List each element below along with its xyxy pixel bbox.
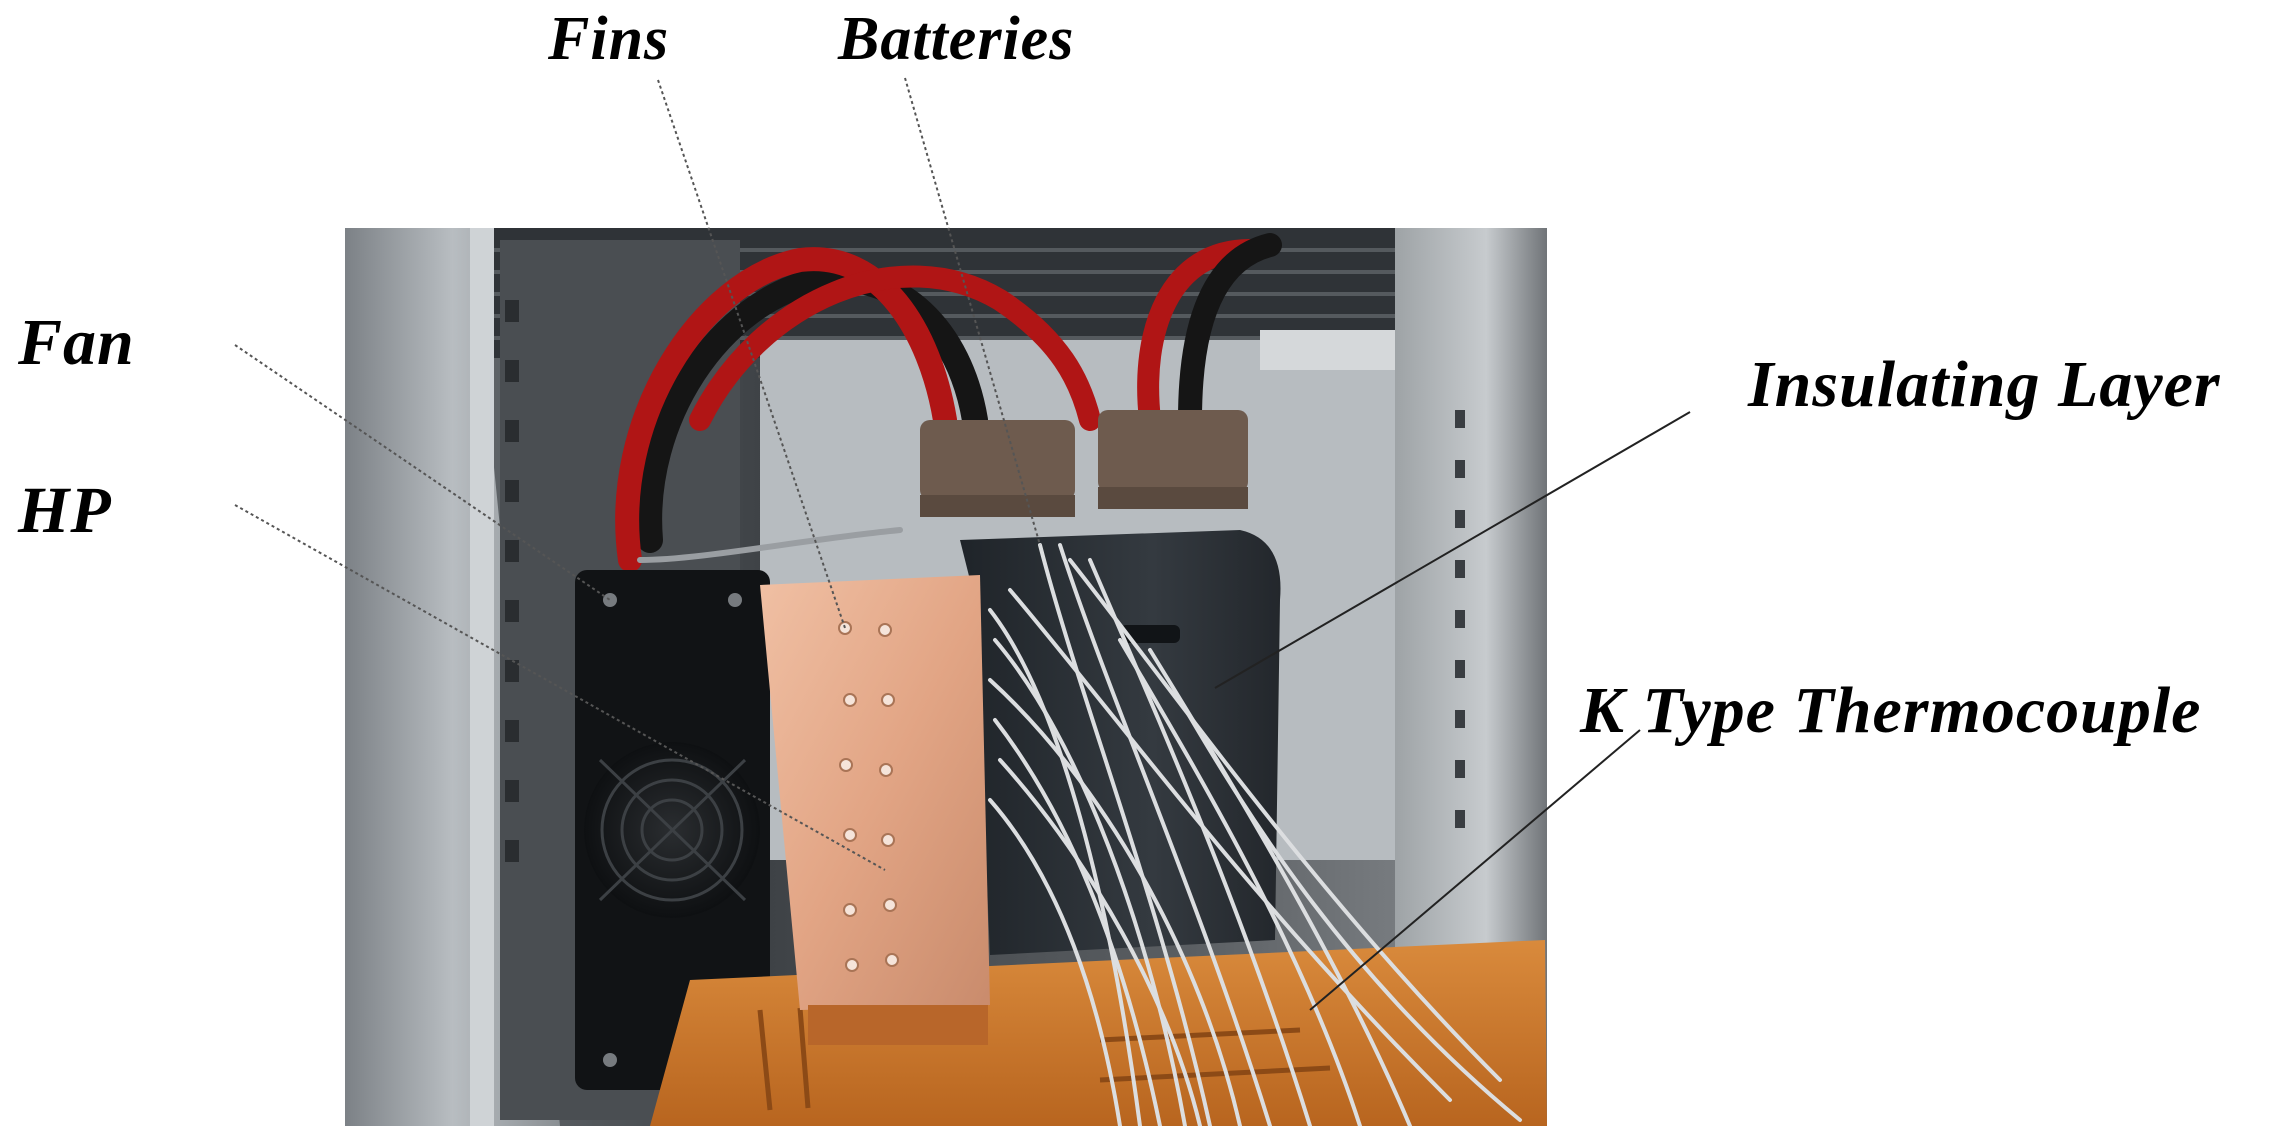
label-insulating-layer: Insulating Layer [1748, 348, 2221, 421]
label-fins: Fins [548, 5, 670, 73]
label-hp: HP [18, 474, 112, 547]
label-batteries: Batteries [838, 5, 1075, 73]
label-thermocouple: K Type Thermocouple [1580, 674, 2202, 747]
label-fan: Fan [18, 306, 135, 379]
